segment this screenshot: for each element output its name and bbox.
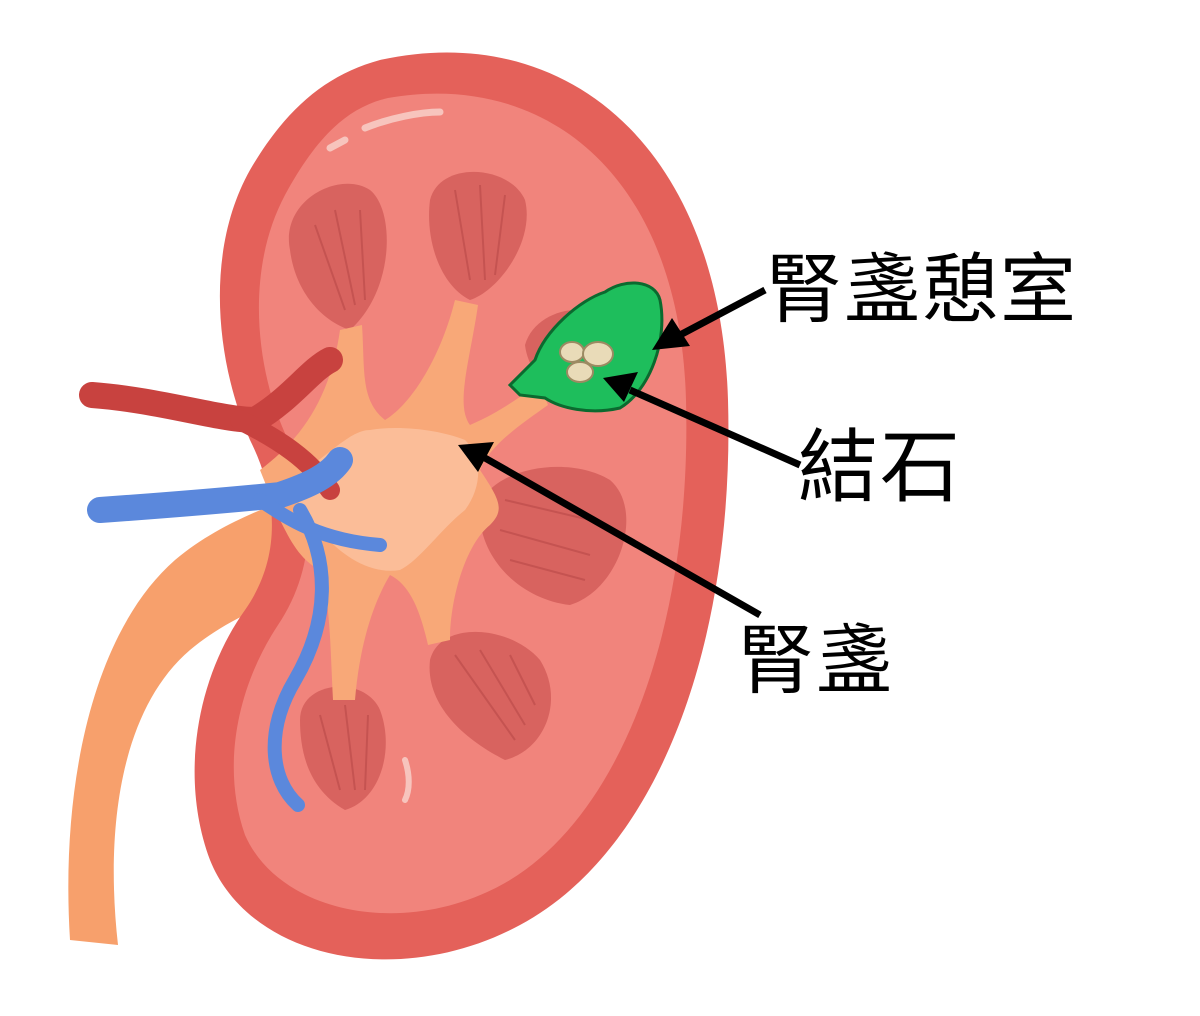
arrow-stone (628, 386, 802, 469)
pyramid (429, 171, 527, 300)
stone (582, 341, 614, 367)
arrow-diverticulum-head (652, 318, 690, 350)
label-stone: 結石 (798, 421, 962, 514)
arrow-calyx-head (458, 442, 494, 472)
kidney-stones (559, 341, 614, 383)
arrow-calyx (483, 454, 762, 619)
renal-vein-branch (267, 503, 329, 812)
highlight (326, 136, 349, 152)
pyramid (479, 466, 627, 605)
pyramid (429, 631, 552, 760)
highlight (402, 757, 412, 803)
stone (559, 341, 585, 363)
arrow-stone-head (603, 372, 638, 402)
arrow-diverticulum (678, 286, 767, 339)
label-calyx: 腎盞 (738, 616, 894, 705)
label-diverticulum: 腎盞憩室 (766, 245, 1078, 334)
callout-arrows (458, 286, 802, 619)
highlight (361, 108, 444, 132)
pyramid (288, 183, 387, 330)
pyramid-striations (314, 184, 591, 791)
stone (566, 361, 594, 383)
